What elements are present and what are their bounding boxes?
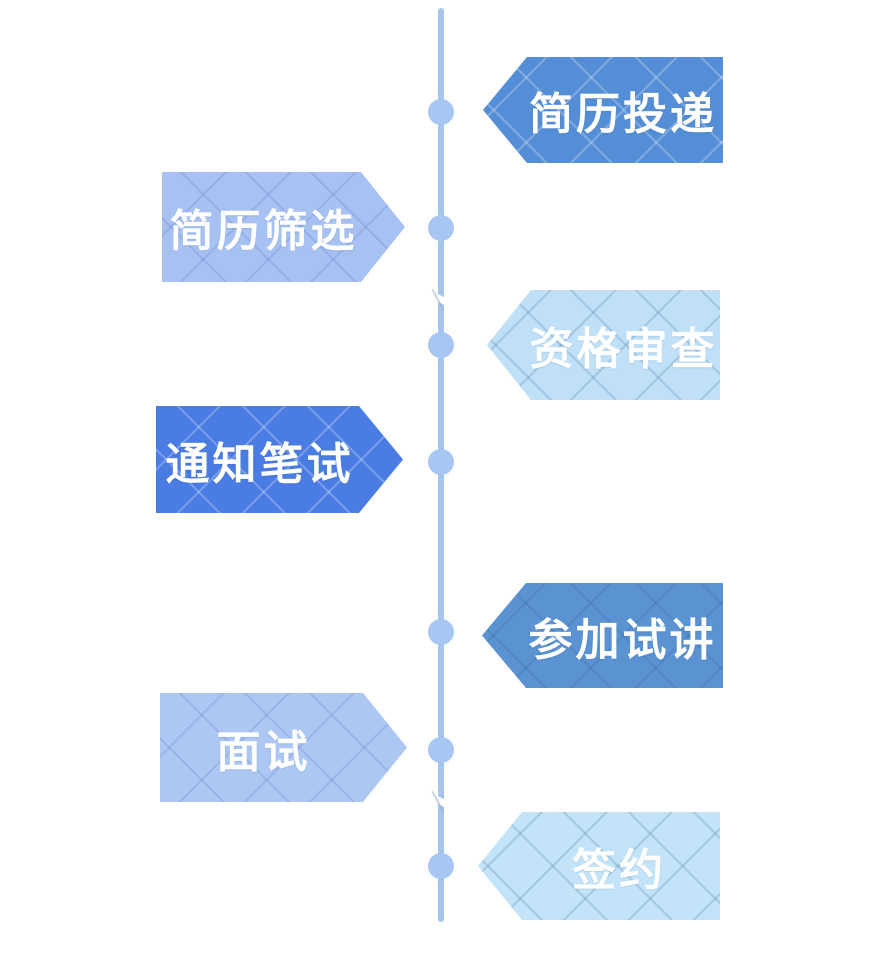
step-qualification-review: 资格审查 <box>487 290 720 400</box>
step-trial-lecture: 参加试讲 <box>482 583 723 688</box>
step-label: 简历筛选 <box>169 207 358 256</box>
step-label: 通知笔试 <box>165 439 354 489</box>
step-label: 简历投递 <box>529 90 717 139</box>
step-signing: 签约 <box>478 812 720 920</box>
step-resume-screening: 简历筛选 <box>162 172 405 282</box>
step-label: 参加试讲 <box>528 615 717 665</box>
timeline-dot <box>428 737 454 763</box>
step-resume-submission: 简历投递 <box>483 57 723 163</box>
step-label: 面试 <box>216 727 311 777</box>
step-written-test-notice: 通知笔试 <box>156 406 403 513</box>
timeline-dot <box>428 853 454 879</box>
timeline-dot <box>428 619 454 645</box>
step-label: 资格审查 <box>529 325 718 374</box>
timeline-dot <box>428 449 454 475</box>
timeline-dot <box>428 99 454 125</box>
step-interview: 面试 <box>160 693 407 802</box>
timeline-dot <box>428 332 454 358</box>
step-label: 签约 <box>572 846 666 895</box>
timeline-dot <box>428 215 454 241</box>
